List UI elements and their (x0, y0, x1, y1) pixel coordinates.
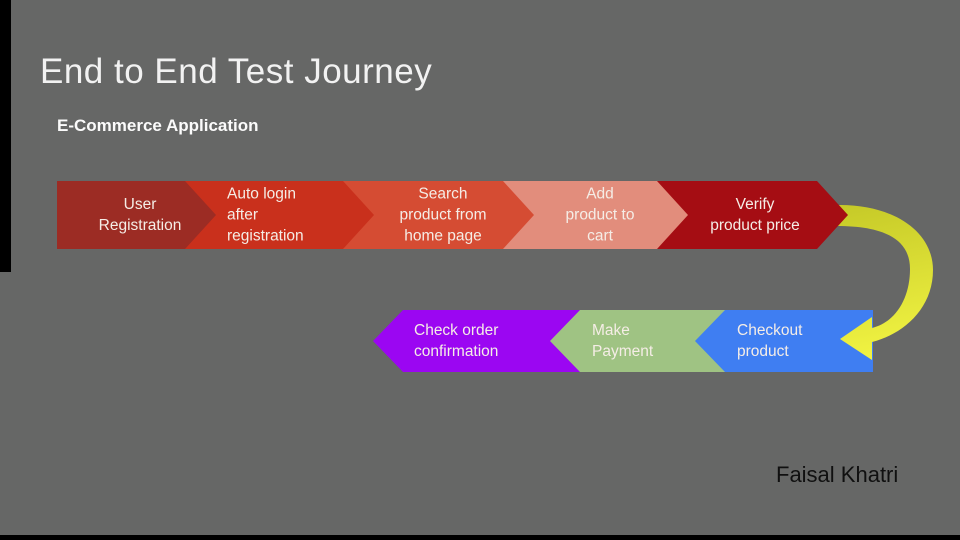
chevron-checkout-product (695, 310, 873, 372)
chevron-auto-login (185, 181, 374, 249)
chevron-user-registration (57, 181, 216, 249)
subtitle: E-Commerce Application (57, 116, 259, 135)
chevron-make-payment (550, 310, 725, 372)
bottom-letterbox-bar (0, 535, 960, 540)
chevron-search-product (343, 181, 534, 249)
curved-arrow (837, 204, 933, 360)
chevron-add-product-to-cart (503, 181, 688, 249)
author-name: Faisal Khatri (776, 462, 899, 487)
chevron-check-order-confirmation (373, 310, 580, 372)
chevron-verify-product-price (657, 181, 848, 249)
left-letterbox-bar (0, 0, 11, 272)
page-title: End to End Test Journey (40, 52, 433, 91)
